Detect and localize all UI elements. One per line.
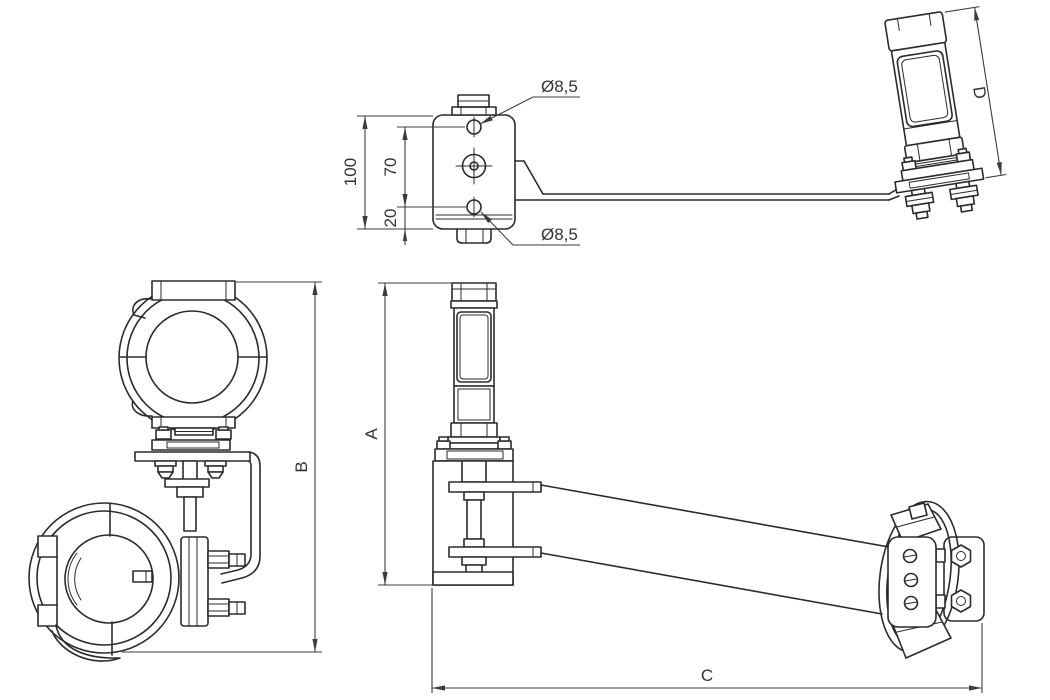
dim-label-70: 70 <box>381 158 400 177</box>
dimension-a: A <box>362 282 452 586</box>
top-hole <box>466 116 482 138</box>
dim-label-20: 20 <box>381 209 400 228</box>
hex-bolt <box>950 589 972 613</box>
upper-clamp <box>118 280 268 433</box>
front-view <box>432 94 900 244</box>
base-bolts <box>904 180 979 220</box>
dim-label-d: D <box>969 85 990 100</box>
front-view-dimensions: 100 70 20 Ø8,5 Ø8,5 <box>341 77 580 246</box>
dim-label-dia-bottom: Ø8,5 <box>541 225 578 244</box>
clamp-bolt-plate <box>180 536 246 627</box>
dimension-b: B <box>122 281 322 653</box>
dim-label-100: 100 <box>341 158 360 186</box>
bottom-nut <box>456 228 492 244</box>
j-bracket-inner <box>220 460 252 575</box>
top-cap <box>451 94 497 116</box>
clamp-stack-view <box>28 280 268 662</box>
clamp-bracket <box>134 426 261 584</box>
dim-label-dia-top: Ø8,5 <box>541 77 578 96</box>
lamp-side-view <box>450 282 498 438</box>
dim-label-c: C <box>701 666 713 685</box>
dimension-c: C <box>431 588 983 693</box>
j-bracket-outer <box>221 451 261 584</box>
dimension-d: D <box>944 6 1007 179</box>
tilted-lamp-view: D <box>884 6 1007 220</box>
arm-bracket-body <box>432 460 542 586</box>
lamp-body-tilted <box>884 11 965 164</box>
arm-side-view <box>540 484 901 615</box>
lower-clamp <box>28 502 180 662</box>
arm-clamp-head <box>878 500 985 659</box>
dim-label-a: A <box>362 428 381 440</box>
lamp-base-flange <box>894 147 985 194</box>
side-arm-view <box>432 282 985 659</box>
bottom-hole <box>466 196 482 218</box>
dim-label-b: B <box>292 461 311 472</box>
hex-bolt <box>950 544 972 568</box>
arm-top-view <box>514 160 900 201</box>
center-hole <box>455 147 493 185</box>
clamp-latch-hook <box>51 624 121 662</box>
clamp-front-plate <box>887 536 937 628</box>
